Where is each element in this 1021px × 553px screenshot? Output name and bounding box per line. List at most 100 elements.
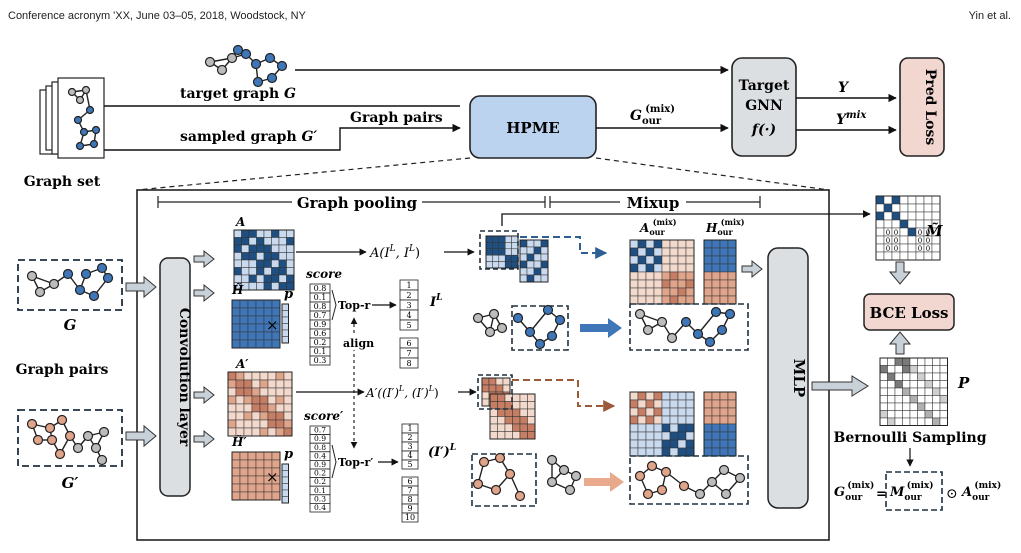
mixed-bottom-node [718,464,730,476]
m-tilde-cell [931,211,941,221]
p-cell [932,372,941,381]
graph-g-prime-node [98,426,110,438]
mix-h-cell [719,271,729,281]
mix-a-cell [685,263,695,273]
p2-cell [281,476,289,484]
pooled-matrix-a [485,235,549,283]
m-tilde-cell [883,211,893,221]
graph-set-node [85,105,95,115]
mix-a-cell [653,247,663,257]
mid-blue-node [524,326,536,338]
p-cell [932,417,941,426]
a2-cell [243,411,253,421]
mix-a2-cell [661,415,671,425]
mix-h-cell [703,247,713,257]
block-arrow-orange [584,472,624,492]
graph-g-node [48,278,60,290]
p-cell [939,380,948,389]
score-prime-value: 0.3 [314,494,326,503]
m-tilde-cell [931,195,941,205]
a2-cell [283,371,293,381]
m-tilde-cell [907,235,917,245]
index-top-value: 8 [406,359,411,368]
p-cell [879,380,888,389]
graph-pooling-label: Graph pooling [297,194,418,212]
mix-a2-cell [677,431,687,441]
p-cell [902,372,911,381]
mix-a2-cell [653,415,663,425]
a2-cell [243,387,253,397]
mix-h-cell [703,271,713,281]
h-cell [271,307,281,317]
index-bottom-value: 6 [407,477,412,486]
p-cell [894,365,903,374]
pool-a2-extra-cell [527,401,536,410]
pool-a-extra-cell [540,239,549,248]
a-cell [233,252,242,261]
mix-a-cell [661,295,671,305]
a-cell [256,274,265,283]
target-gnn-label-3: f(·) [751,122,776,138]
p-cell [909,417,918,426]
pool-a2-extra-cell [497,416,506,425]
graph-set-node [75,95,85,105]
m-tilde-cell [915,219,925,229]
p-cell [917,380,926,389]
y-label: Y [838,80,850,96]
mid-orange-node [504,468,516,480]
mix-a-cell [685,295,695,305]
a-cell [263,229,272,238]
p-cell [909,380,918,389]
pool-a2-extra-cell [489,401,498,410]
mix-a2-cell [685,391,695,401]
p-cell [902,365,911,374]
mixed-bottom-node [642,488,654,500]
mix-a2-cell [645,399,655,409]
mix-a2-cell [645,407,655,417]
score-label: score [306,267,342,281]
eq-a: Aour(mix) [960,480,1001,503]
a2-cell [235,387,245,397]
pool-a-cell [498,254,506,262]
mix-a2-cell [629,423,639,433]
mix-a-cell [637,295,647,305]
pool-a2-extra-cell [527,431,536,440]
pool-a2-extra-cell [527,393,536,402]
a-cell [278,259,287,268]
m-tilde-digit: 0 [918,245,922,253]
a-cell [248,282,257,291]
a2-cell [235,411,245,421]
pool-a-extra-cell [519,267,528,276]
target-gnn-label-1: Target [739,78,790,94]
mix-a-cell [669,287,679,297]
mix-a-cell [685,279,695,289]
mix-a-cell [661,263,671,273]
mix-h2-cell [711,431,721,441]
pool-a-cell [492,242,500,250]
a-cell [256,244,265,253]
mid-graph-gray-2 [546,454,582,496]
score-value: 0.9 [314,320,327,329]
p-matrix-label: P [957,374,970,392]
graph-set-node [79,127,89,137]
mix-h2-cell [719,439,729,449]
a2-cell [275,403,285,413]
mix-a2-cell [653,391,663,401]
p-cell [924,380,933,389]
mixed-graph-bottom-box [629,455,749,505]
p-cell [902,357,911,366]
p-cell [939,417,948,426]
mix-a-cell [685,239,695,249]
mixed-top-node [634,308,646,320]
graph-set-node [67,87,77,97]
p-cell [932,395,941,404]
mix-h-cell [727,271,737,281]
mix-a-cell [669,247,679,257]
top-graph-node [276,60,288,72]
mix-a2-cell [677,391,687,401]
mix-h2-cell [719,431,729,441]
mid-gray-2-node [570,470,582,482]
a-cell [233,229,242,238]
m-tilde-cell [915,211,925,221]
mix-h2-cell [719,447,729,457]
